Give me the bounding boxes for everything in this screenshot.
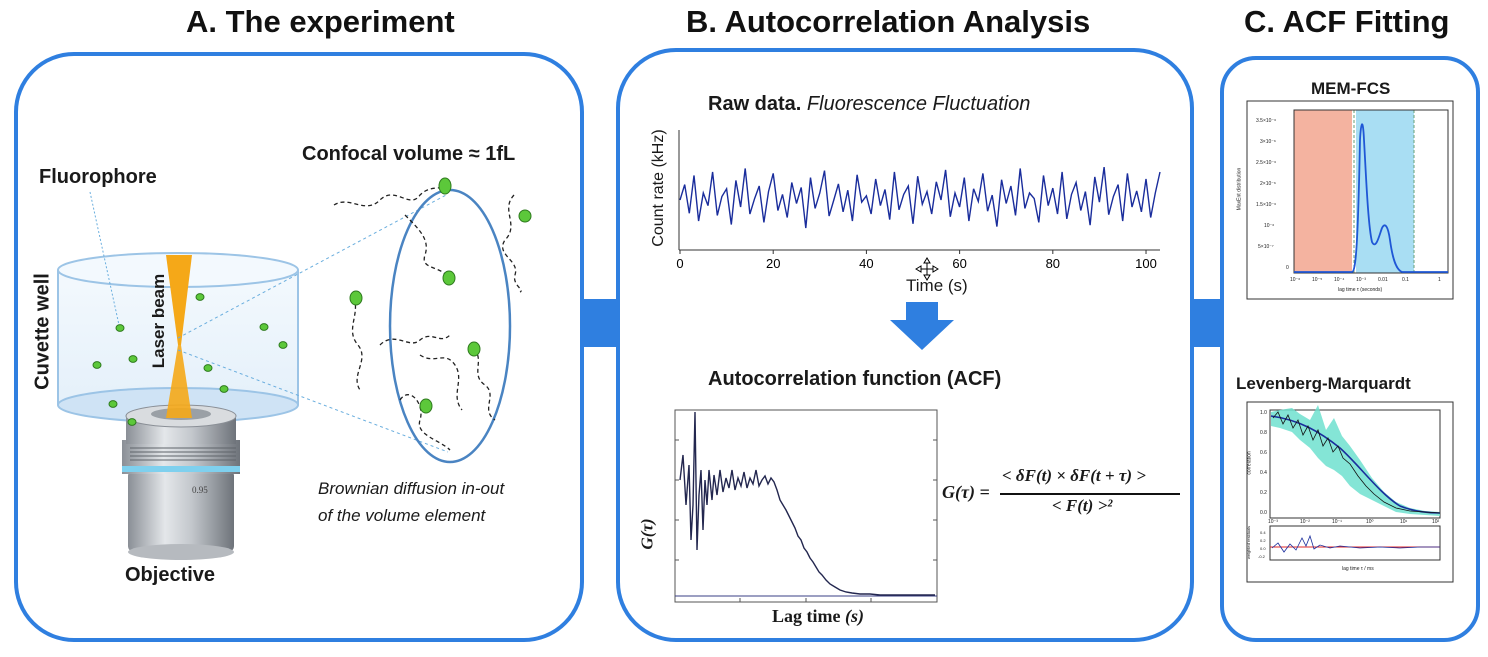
acf-title: Autocorrelation function (ACF) [708,368,1002,390]
objective-illustration [122,404,240,560]
acf-xlabel: Lag time (s) [772,606,864,627]
raw-xtick-label: 100 [1135,256,1157,271]
mem-ytick: 1.5×10⁻⁶ [1256,202,1277,208]
raw-data-series-line [679,167,1161,229]
raw-xtick-label: 20 [766,256,780,271]
raw-xtick-label: 80 [1046,256,1060,271]
mem-distribution-curve [1294,123,1448,273]
formula-denominator: < F(t) >² [1052,496,1113,515]
raw-xtick-label: 0 [676,256,683,271]
mem-xtick: 10⁻⁵ [1312,277,1323,283]
acf-xlabel-unit: (s) [844,606,864,626]
raw-xtick-label: 40 [859,256,873,271]
lm-title: Levenberg-Marquardt [1236,374,1411,393]
brownian-paths [333,185,522,451]
mem-ytick: 2×10⁻⁶ [1260,181,1276,187]
mem-xtick: 0.01 [1378,277,1388,283]
mem-xtick: 10⁻³ [1356,277,1366,283]
label-objective: Objective [125,564,216,586]
lm-ytick: 0.4 [1260,470,1267,476]
label-brownian-line2: of the volume element [318,506,486,525]
confocal-fluorophores [349,177,532,414]
raw-xlabel: Time (s) [906,276,968,295]
mem-xtick: 1 [1438,277,1441,283]
mem-ytick: 3×10⁻⁶ [1260,139,1276,145]
lm-residuals [1271,534,1440,553]
lm-ytick: 0.0 [1260,510,1267,516]
lm-ytick: 0.8 [1260,430,1267,436]
formula-lhs: G(τ) = [942,482,990,502]
mem-ytick: 10⁻⁶ [1264,223,1275,229]
title-autocorrelation: B. Autocorrelation Analysis [686,4,1091,39]
mem-fcs-title: MEM-FCS [1311,79,1391,98]
lm-res-ytick: 0.4 [1260,530,1266,535]
lm-res-ytick: 0.2 [1260,538,1266,543]
objective-marking: 0.95 [192,485,208,495]
raw-data-title-italic: Fluorescence Fluctuation [806,93,1031,115]
formula-numerator: < δF(t) × δF(t + τ) > [1002,466,1146,485]
title-acf-fitting: C. ACF Fitting [1244,4,1450,39]
lm-xtick: 10⁻² [1300,519,1310,525]
acf-curve [679,411,935,596]
raw-data-title: Raw data. Fluorescence Fluctuation [708,93,1030,116]
lm-xtick: 10⁰ [1366,519,1374,525]
lm-ytick: 0.2 [1260,490,1267,496]
lm-xtick: 10⁻³ [1268,519,1278,525]
lm-res-ytick: 0.0 [1260,546,1266,551]
lm-data-points [1272,411,1441,514]
lm-xtick: 10¹ [1400,519,1408,525]
formula-fraction-bar [1000,493,1180,495]
laser-beam-illustration [166,255,192,418]
label-fluorophore: Fluorophore [39,166,157,188]
cuvette-fluorophores [92,293,288,426]
mem-ytick: 5×10⁻⁷ [1258,244,1274,250]
mem-xtick: 10⁻⁶ [1290,277,1301,283]
lm-confidence-band [1271,405,1440,516]
lm-xtick: 10² [1432,519,1440,525]
lm-xlabel: lag time τ / ms [1342,566,1374,572]
connector-a-b [580,299,620,347]
label-confocal-volume: Confocal volume ≈ 1fL [302,143,516,165]
lm-xtick: 10⁻¹ [1332,519,1342,525]
title-experiment: A. The experiment [186,4,455,39]
lm-ytick: 1.0 [1260,410,1267,416]
lm-ytick: 0.6 [1260,450,1267,456]
connector-b-c [1190,299,1224,347]
mem-ytick: 3.5×10⁻⁶ [1256,118,1277,124]
lm-res-ytick: -0.2 [1258,554,1265,559]
raw-xtick-label: 60 [952,256,966,271]
acf-xlabel-main: Lag time [772,606,841,626]
raw-data-title-bold: Raw data. [708,93,802,115]
mem-xlabel: lag time τ (seconds) [1338,287,1383,293]
label-brownian-line1: Brownian diffusion in-out [318,479,505,498]
mem-xtick: 10⁻⁴ [1334,277,1345,283]
mem-ytick: 0 [1286,265,1289,271]
mem-xtick: 0.1 [1402,277,1409,283]
mem-ytick: 2.5×10⁻⁶ [1256,160,1277,166]
